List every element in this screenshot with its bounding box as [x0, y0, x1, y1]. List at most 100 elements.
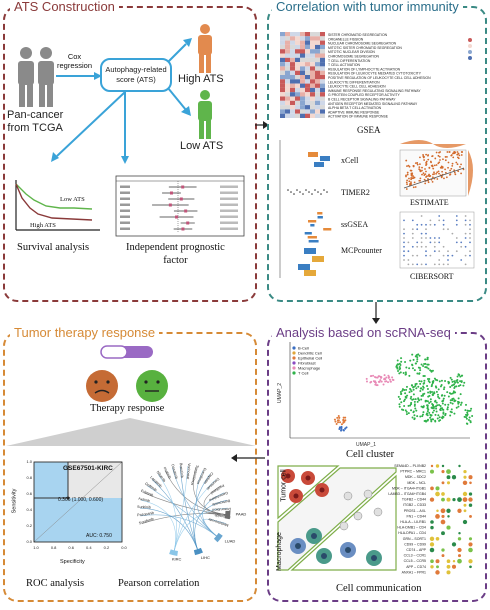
umap-legend-label: Dendritic Cell: [298, 351, 322, 356]
ssgsea-bar: [308, 240, 319, 243]
estimate-point: [453, 169, 456, 172]
estimate-point: [408, 177, 410, 180]
gsea-heatmap-cell: [290, 109, 295, 114]
gsea-heatmap-cell: [310, 113, 315, 118]
ligand-receptor-dot: [462, 519, 468, 525]
umap-cell-point: [441, 407, 444, 410]
ligand-receptor-dot: [435, 486, 440, 491]
umap-cell-point: [365, 380, 368, 383]
forest-plot: [115, 175, 245, 237]
ligand-receptor-pair-label: FN1 – CD44: [407, 514, 427, 518]
gsea-term-label: MITOTIC SISTER CHROMATID SEGREGATION: [328, 46, 402, 50]
gsea-heatmap-cell: [320, 57, 325, 63]
gsea-heatmap-cell: [315, 36, 320, 41]
gsea-heatmap-cell: [320, 79, 325, 84]
gsea-heatmap-cell: [300, 40, 305, 45]
umap-cell-point: [449, 410, 452, 413]
umap-cell-point: [418, 367, 421, 370]
umap-cell-point: [415, 409, 418, 412]
umap-cell-point: [409, 397, 412, 400]
umap-cell-point: [436, 393, 439, 396]
ligand-receptor-dot: [451, 475, 457, 480]
drug-label: Gemcitabine: [208, 491, 228, 503]
umap-legend-label: Fibroblast: [298, 361, 316, 366]
forest-estimate-mark: [181, 185, 185, 189]
timer2-point: [323, 189, 325, 191]
umap-cell-point: [450, 392, 453, 395]
umap-cell-point: [454, 381, 457, 384]
umap-cell-point: [466, 411, 469, 414]
ssgsea-bar: [310, 224, 315, 227]
cibersort-dot: [411, 245, 414, 248]
umap-cell-point: [416, 372, 419, 375]
drug-label: Dasatinib: [171, 464, 179, 480]
estimate-point: [427, 174, 430, 177]
ligand-receptor-dot: [446, 570, 451, 575]
category-label: KIRC: [172, 557, 182, 562]
gsea-heatmap-cell: [305, 75, 310, 80]
gsea-heatmap-cell: [290, 57, 295, 63]
ligand-receptor-dot: [468, 559, 473, 564]
umap-cell-point: [452, 390, 455, 393]
gsea-term-label: REGULATION OF LEUKOCYTE MEDIATED CYTOTOX…: [328, 72, 422, 76]
ligand-receptor-dot: [436, 565, 439, 569]
umap-cell-point: [388, 378, 391, 381]
ligand-receptor-dot: [468, 542, 473, 547]
roc-analysis-label: ROC analysis: [26, 578, 85, 589]
umap-cell-point: [443, 394, 446, 397]
umap-cell-point: [431, 394, 434, 397]
estimate-point: [435, 172, 438, 175]
umap-cell-point: [460, 374, 463, 377]
cibersort-dot: [464, 232, 467, 235]
umap-cell-point: [457, 405, 460, 408]
umap-cell-point: [436, 417, 439, 420]
xcell-label: xCell: [341, 156, 359, 165]
gsea-heatmap-cell: [280, 32, 285, 37]
umap-cell-point: [373, 381, 376, 384]
gsea-heatmap-cell: [295, 109, 300, 114]
gsea-heatmap-cell: [300, 75, 305, 80]
umap-cell-point: [438, 397, 441, 400]
umap-cell-point: [422, 382, 425, 385]
umap-cell-point: [407, 404, 410, 407]
umap-cell-point: [426, 407, 429, 410]
cibersort-dot: [420, 232, 423, 235]
survival-low-label: Low ATS: [60, 196, 85, 203]
umap-cell-point: [336, 419, 339, 422]
ligand-receptor-dot: [441, 554, 445, 558]
umap-cell-point: [439, 409, 442, 412]
forest-pvalue: [220, 221, 238, 224]
umap-cell-point: [433, 391, 436, 394]
umap-cell-point: [409, 404, 412, 407]
cibersort-dot: [455, 250, 458, 253]
umap-cell-point: [434, 400, 437, 403]
therapy-response-icon: [86, 345, 168, 402]
umap-cell-point: [419, 369, 422, 372]
forest-row-label: [120, 197, 130, 200]
umap-cell-point: [413, 418, 416, 421]
forest-row-label: [120, 215, 130, 218]
gsea-label: GSEA: [357, 125, 381, 135]
umap-cell-point: [459, 375, 462, 378]
umap-cell-point: [431, 369, 434, 372]
gsea-heatmap-cell: [300, 113, 305, 118]
umap-cell-point: [425, 399, 428, 402]
ssgsea-label: ssGSEA: [341, 220, 369, 229]
umap-cell-point: [424, 362, 427, 365]
estimate-point: [444, 156, 447, 158]
ligand-receptor-pair-label: TGFB2 – CD44: [402, 498, 426, 502]
estimate-point: [435, 151, 438, 154]
gsea-heatmap-cell: [305, 100, 310, 106]
gsea-heatmap-cell: [300, 49, 305, 54]
forest-estimate-mark: [168, 203, 172, 207]
estimate-point: [452, 152, 454, 155]
umap-cell-point: [415, 382, 418, 385]
gsea-heatmap-cell: [295, 83, 300, 88]
umap-cell-point: [424, 358, 427, 361]
umap-cell-point: [442, 388, 445, 391]
estimate-point: [441, 170, 444, 173]
umap-cell-point: [337, 421, 340, 424]
ligand-receptor-pair-label: MDK – ITGA4+ITGB1: [392, 486, 426, 490]
gsea-heatmap-cell: [305, 70, 310, 75]
ligand-receptor-dot: [430, 486, 434, 491]
